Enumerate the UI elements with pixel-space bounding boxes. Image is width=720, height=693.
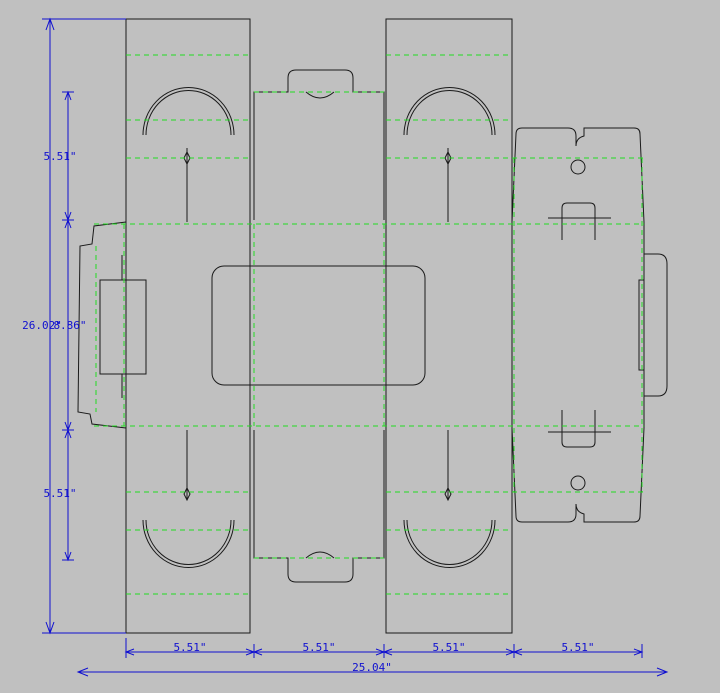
dimension-labels: 5.51" 5.51" 5.51" 5.51" 25.04" 5.51" 26.… [22, 150, 594, 674]
right-tuck-flap [644, 253, 668, 397]
panel-4-bottom-lock [561, 410, 596, 448]
dim-lower-flap: 5.51" [43, 487, 76, 500]
panel-2-bottom-notch [305, 551, 335, 559]
panel-1-outline [125, 18, 251, 634]
dim-upper-flap: 5.51" [43, 150, 76, 163]
dimension-lines [42, 17, 669, 677]
dim-panel-2: 5.51" [302, 641, 335, 654]
panel-2-top-notch [305, 91, 335, 99]
panel-1-top-halfmoon [142, 86, 235, 136]
left-glue-flap [77, 221, 127, 429]
panel-2-top-flap [253, 69, 385, 220]
slits [183, 148, 452, 502]
panel-1-bottom-halfmoon-inner [145, 519, 232, 566]
panel-1-top-halfmoon-inner [145, 89, 232, 136]
panel-3-outline [385, 18, 513, 634]
fold-lines [94, 54, 644, 595]
panel-1-bottom-halfmoon [142, 519, 235, 569]
dim-panel-3: 5.51" [432, 641, 465, 654]
left-tab [99, 279, 147, 375]
panel-4-upper [511, 127, 645, 223]
panel-3-top-halfmoon [403, 86, 496, 136]
panel-3-top-halfmoon-inner [406, 89, 493, 136]
panel-2-bottom-flap [253, 430, 385, 583]
panel-3-bottom-halfmoon-inner [406, 519, 493, 566]
dim-panel-1: 5.51" [173, 641, 206, 654]
panel-3-bottom-halfmoon [403, 519, 496, 569]
dim-overall-height: 26.02" [22, 319, 62, 332]
dim-center-height: 8.86" [53, 319, 86, 332]
panel-4-lower [511, 427, 645, 523]
dim-total-width: 25.04" [352, 661, 392, 674]
cut-lines [77, 18, 668, 634]
panel-4-top-lock [561, 202, 596, 240]
center-window [211, 265, 426, 386]
dim-panel-4: 5.51" [561, 641, 594, 654]
